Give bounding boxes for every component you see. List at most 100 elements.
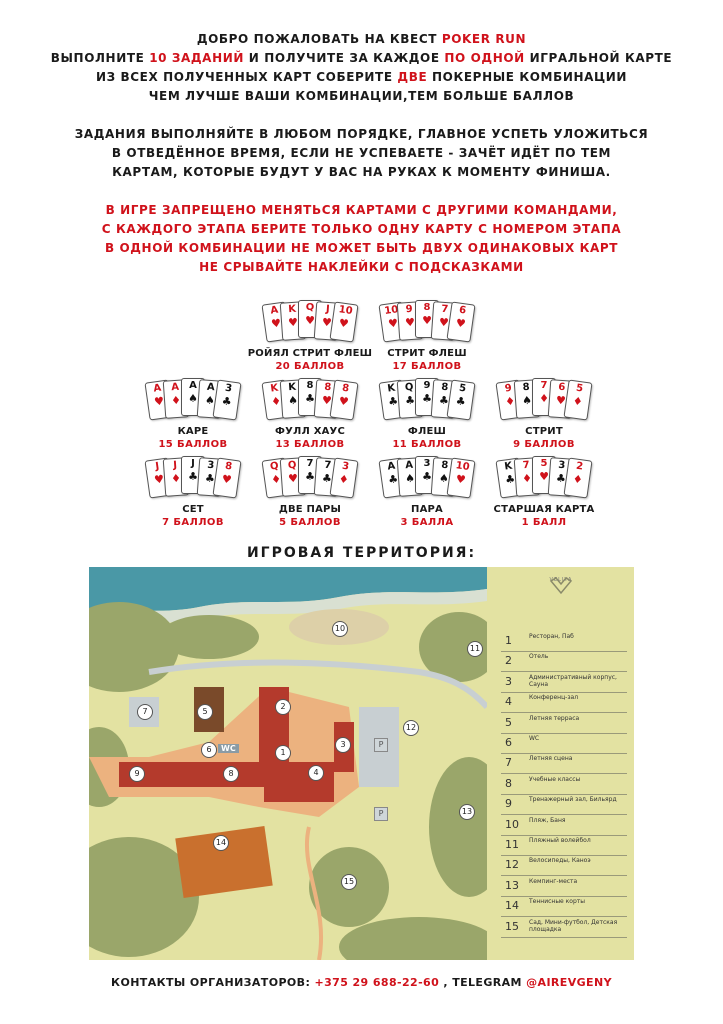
card-suit-icon: ♦ (337, 472, 350, 487)
card-rank: K (287, 381, 297, 393)
hand-points: 20 БАЛЛОВ (275, 361, 345, 372)
card-rank: 10 (454, 460, 471, 474)
hand-points: 9 БАЛЛОВ (513, 439, 575, 450)
map-marker-13[interactable]: 13 (459, 804, 475, 820)
playing-card: 6♥ (446, 301, 476, 343)
card-rank: Q (269, 460, 280, 473)
card-suit-icon: ♠ (188, 392, 198, 405)
card-suit-icon: ♦ (539, 392, 549, 405)
legend-label: Летняя сцена (529, 755, 573, 763)
legend-label: Учебные классы (529, 775, 581, 783)
hand-points: 3 БАЛЛА (400, 517, 454, 528)
hand-points: 11 БАЛЛОВ (392, 439, 462, 450)
hand-points: 5 БАЛЛОВ (279, 517, 341, 528)
card-suit-icon: ♥ (454, 472, 467, 487)
map-marker-14[interactable]: 14 (213, 835, 229, 851)
card-rank: A (404, 459, 414, 471)
heart-logo-icon (549, 577, 573, 595)
map-marker-5[interactable]: 5 (197, 704, 213, 720)
legend-label: Тренажерный зал, Бильярд (529, 796, 617, 804)
card-rank: 3 (557, 459, 566, 471)
legend-item: 12 Велосипеды, Каноэ (501, 855, 627, 877)
card-rank: J (172, 459, 178, 471)
tree-cluster (159, 615, 259, 659)
hand-cards: K♦K♠8♣8♥8♥ (261, 378, 359, 422)
card-suit-icon: ♣ (220, 394, 233, 409)
contacts-separator: , TELEGRAM (439, 976, 527, 989)
map-marker-6[interactable]: 6 (201, 742, 217, 758)
legend-number: 14 (505, 899, 519, 913)
map-marker-10[interactable]: 10 (332, 621, 348, 637)
card-rank: 7 (323, 459, 332, 471)
hand-four-of-a-kind: A♥A♦A♠A♠3♣ КАРЕ 15 БАЛЛОВ (128, 378, 258, 450)
contacts: КОНТАКТЫ ОРГАНИЗАТОРОВ: +375 29 688-22-6… (0, 976, 723, 989)
card-rank: 8 (440, 459, 449, 471)
legend-item: 8 Учебные классы (501, 774, 627, 795)
card-rank: A (189, 380, 197, 391)
legend-number: 5 (505, 715, 512, 729)
card-rank: 7 (540, 380, 548, 391)
resort-logo: VELIYA (549, 577, 573, 609)
tree-cluster (429, 757, 487, 897)
contact-phone[interactable]: +375 29 688-22-60 (314, 976, 440, 989)
map-marker-4[interactable]: 4 (308, 765, 324, 781)
card-rank: 8 (323, 381, 332, 393)
hand-points: 7 БАЛЛОВ (162, 517, 224, 528)
parking-sign: P (374, 807, 388, 821)
map-marker-9[interactable]: 9 (129, 766, 145, 782)
hand-cards: A♣A♠3♣8♠10♥ (378, 456, 476, 500)
legend-label: Пляж, Баня (529, 816, 566, 824)
rule-1: В ИГРЕ ЗАПРЕЩЕНО МЕНЯТЬСЯ КАРТАМИ С ДРУГ… (105, 203, 618, 217)
legend-number: 2 (505, 654, 512, 668)
hand-cards: Q♦Q♥7♣7♣3♦ (261, 456, 359, 500)
contact-telegram[interactable]: @AIREVGENY (526, 976, 612, 989)
legend-number: 11 (505, 838, 519, 851)
legend-number: 8 (505, 776, 512, 790)
card-rank: A (269, 304, 280, 317)
rule-2: С КАЖДОГО ЭТАПА БЕРИТЕ ТОЛЬКО ОДНУ КАРТУ… (101, 222, 622, 236)
path (304, 826, 324, 960)
map-marker-15[interactable]: 15 (341, 874, 357, 890)
card-rank: 6 (458, 304, 467, 317)
legend-item: 9 Тренажерный зал, Бильярд (501, 794, 627, 816)
card-suit-icon: ♣ (188, 470, 198, 483)
hand-name: ПАРА (411, 504, 443, 515)
parking-sign: P (374, 738, 388, 752)
map-marker-11[interactable]: 11 (467, 641, 483, 657)
legend-number: 7 (505, 756, 512, 770)
map-marker-7[interactable]: 7 (137, 704, 153, 720)
legend-label: Велосипеды, Каноэ (529, 857, 591, 865)
hand-cards: A♥K♥Q♥J♥10♥ (261, 300, 359, 344)
legend-number: 12 (505, 858, 519, 872)
hand-cards: J♥J♦J♣3♣8♥ (144, 456, 242, 500)
map-marker-2[interactable]: 2 (275, 699, 291, 715)
card-rank: 9 (504, 382, 513, 395)
tree-cluster (419, 612, 487, 682)
map-marker-3[interactable]: 3 (335, 737, 351, 753)
map-marker-12[interactable]: 12 (403, 720, 419, 736)
map-water (89, 567, 487, 613)
hand-high-card: K♣7♦5♥3♣2♦ СТАРШАЯ КАРТА 1 БАЛЛ (479, 456, 609, 528)
card-rank: K (269, 382, 280, 395)
map-marker-1[interactable]: 1 (275, 745, 291, 761)
card-rank: 3 (206, 459, 215, 471)
legend-number: 9 (505, 797, 512, 811)
card-rank: 6 (557, 381, 566, 393)
map-marker-8[interactable]: 8 (223, 766, 239, 782)
card-rank: K (503, 460, 514, 473)
card-rank: 5 (575, 382, 584, 395)
hand-name: КАРЕ (177, 426, 209, 437)
legend-label: Кемпинг-места (529, 877, 578, 885)
card-suit-icon: ♥ (422, 314, 432, 327)
legend-number: 10 (505, 817, 519, 831)
card-rank: 10 (337, 304, 354, 318)
playing-card: 10♥ (329, 301, 359, 343)
tree-cluster (339, 917, 487, 960)
card-suit-icon: ♣ (305, 470, 315, 483)
rule-4: НЕ СРЫВАЙТЕ НАКЛЕЙКИ С ПОДСКАЗКАМИ (199, 260, 524, 274)
